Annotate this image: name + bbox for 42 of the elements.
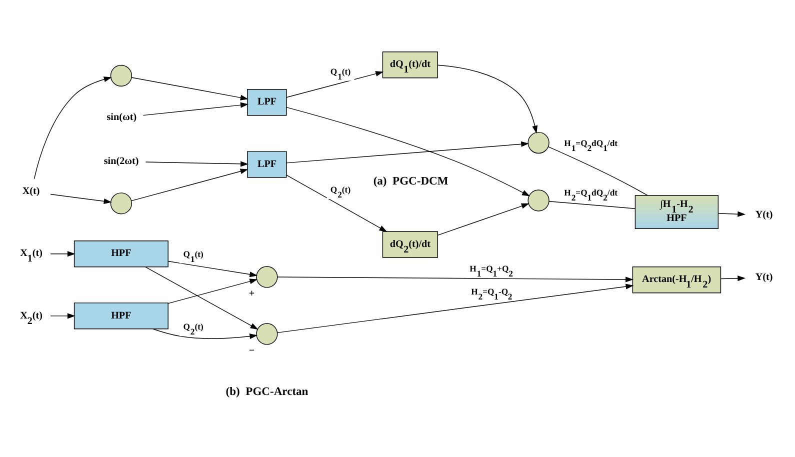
node-text: sin(ωt) (106, 111, 137, 122)
node-box: HPF (74, 240, 168, 267)
arrow (34, 76, 112, 179)
node-box: HPF (74, 302, 168, 329)
arrow (718, 210, 746, 216)
node-text: Y(t) (755, 272, 773, 283)
node-circle (528, 189, 550, 211)
arrow (145, 160, 248, 166)
arrow (50, 312, 76, 318)
arrow (50, 250, 76, 256)
node-box: LPF (247, 88, 287, 116)
arrow (168, 278, 258, 304)
node-label: + (248, 288, 255, 300)
arrow (437, 202, 530, 236)
arrow (50, 193, 112, 204)
arrow (142, 102, 248, 116)
arrow (152, 328, 258, 339)
arrow (286, 70, 384, 98)
node-circle (256, 322, 278, 344)
node-text: X(t) (22, 186, 40, 197)
arrow (286, 140, 530, 163)
connector (548, 200, 636, 208)
arrow (437, 64, 538, 134)
arrow (277, 276, 634, 282)
node-circle (256, 266, 278, 288)
node-text: Y(t) (755, 208, 773, 220)
arrow (145, 266, 258, 330)
arrow (131, 76, 248, 100)
arrow (168, 260, 258, 277)
node-label: − (248, 345, 255, 356)
node-circle (110, 192, 132, 214)
node-circle (110, 64, 132, 86)
arrow (286, 174, 388, 232)
node-text: sin(2ωt) (104, 155, 139, 166)
arrow (131, 168, 248, 201)
node-circle (528, 131, 550, 154)
label: (b) PGC-Arctan (226, 386, 308, 398)
arrow (286, 106, 530, 196)
label: (a) PGC-DCM (373, 174, 448, 187)
arrow (720, 275, 746, 281)
node-box: LPF (247, 150, 287, 178)
connector (548, 146, 648, 196)
